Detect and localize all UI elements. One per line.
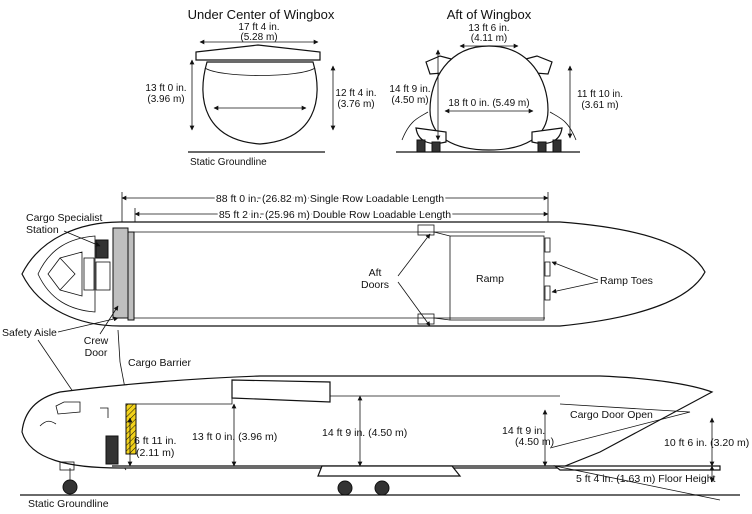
wing-fairing <box>204 67 316 76</box>
doors-label: Doors <box>361 279 389 291</box>
side-groundline-label: Static Groundline <box>28 498 109 510</box>
plan-fuselage <box>21 221 706 327</box>
crew-door-leader <box>99 305 119 335</box>
aft-wingbox-view: Aft of Wingbox 13 ft 6 in. (4.11 m) 18 f… <box>389 7 623 153</box>
right-height-metric: (3.76 m) <box>337 99 374 110</box>
flight-deck-seats <box>59 257 76 291</box>
right-wheel-2 <box>552 139 562 153</box>
fuselage-section <box>202 61 318 145</box>
ramp-toe-leader-1 <box>551 261 599 281</box>
side-view: 6 ft 11 in. (2.11 m) 13 ft 0 in. (3.96 m… <box>20 375 749 510</box>
wing-root-fairing <box>231 379 331 403</box>
dim-14ft9-aft-label: 14 ft 9 in. <box>502 425 545 437</box>
main-wheel-1 <box>337 480 353 496</box>
station-leader <box>63 230 101 247</box>
aft-right-height-label: 11 ft 10 in. <box>577 89 623 100</box>
main-wheel-2 <box>374 480 390 496</box>
left-height-label: 13 ft 0 in. <box>145 83 186 94</box>
crew-area <box>95 261 111 291</box>
aft-top-width-label: 13 ft 6 in. <box>468 23 509 34</box>
aft-door-leader-1 <box>397 233 431 277</box>
crew-door-side <box>105 435 119 465</box>
dim-14ft9-label: 14 ft 9 in. (4.50 m) <box>322 427 407 439</box>
station-label: Station <box>26 224 59 236</box>
crew-label: Crew <box>84 335 109 347</box>
ramp-toe-2 <box>544 261 551 277</box>
side-fuselage <box>21 375 714 469</box>
right-wheel-1 <box>537 141 547 153</box>
dim-13ft-label: 13 ft 0 in. (3.96 m) <box>192 431 277 443</box>
cargo-barrier-label: Cargo Barrier <box>128 357 192 369</box>
aft-left-height-label: 14 ft 9 in. <box>389 84 430 95</box>
safety-aisle-strip <box>127 231 135 321</box>
aft-top-width-metric: (4.11 m) <box>471 33 508 44</box>
top-width-metric: (5.28 m) <box>240 32 277 43</box>
door-label: Door <box>85 347 108 359</box>
radome-line <box>39 420 57 427</box>
ramp-label: Ramp <box>476 273 504 285</box>
ramp-toe-3 <box>544 285 551 301</box>
groundline-label-top: Static Groundline <box>190 157 267 168</box>
safety-aisle-label: Safety Aisle <box>2 327 57 339</box>
ramp-extension-line <box>554 465 721 501</box>
ramp-toe-leader-2 <box>551 281 599 294</box>
cargo-specialist-station <box>95 239 109 259</box>
cockpit-window-2 <box>100 407 109 418</box>
flight-deck <box>47 251 83 297</box>
left-height-metric: (3.96 m) <box>147 94 184 105</box>
console <box>83 257 95 291</box>
aft-right-height-metric: (3.61 m) <box>581 100 618 111</box>
ramp-toes-label: Ramp Toes <box>600 275 653 287</box>
aft-door-leader-2 <box>397 281 431 327</box>
aft-label: Aft <box>369 267 382 279</box>
ramp-toe-1 <box>544 237 551 253</box>
wing-top <box>195 44 321 61</box>
aft-wingbox-title: Aft of Wingbox <box>447 7 532 22</box>
left-gear-strut <box>401 111 429 141</box>
dim-14ft9-aft-metric: (4.50 m) <box>515 436 554 448</box>
nose-gear-door <box>59 461 75 471</box>
ramp-area <box>449 235 545 321</box>
landing-gear-sponson <box>317 465 462 477</box>
single-row-label: 88 ft 0 in. (26.82 m) Single Row Loadabl… <box>216 193 444 205</box>
top-width-label: 17 ft 4 in. <box>238 22 279 33</box>
left-wheel-2 <box>431 141 441 153</box>
dim-10ft6-label: 10 ft 6 in. (3.20 m) <box>664 437 749 449</box>
right-height-label: 12 ft 4 in. <box>335 88 376 99</box>
under-wingbox-view: Under Center of Wingbox 17 ft 4 in. (5.2… <box>145 7 376 168</box>
dim-6ft11-label: 6 ft 11 in. <box>134 435 176 447</box>
cargo-specialist-label: Cargo Specialist <box>26 212 103 224</box>
double-row-label: 85 ft 2 in. (25.96 m) Double Row Loadabl… <box>219 209 451 221</box>
cockpit-outline <box>37 235 96 313</box>
ramp-hinge-bottom <box>433 317 451 321</box>
plan-view: 88 ft 0 in. (26.82 m) Single Row Loadabl… <box>2 191 706 471</box>
dim-6ft11-metric: (2.11 m) <box>136 447 174 459</box>
cargo-barrier-leader <box>117 329 121 363</box>
ramp-hinge-top <box>433 231 451 237</box>
left-wheel-1 <box>416 139 426 153</box>
nose-wheel <box>62 479 78 495</box>
aft-floor-width-label: 18 ft 0 in. (5.49 m) <box>448 98 529 109</box>
under-wingbox-title: Under Center of Wingbox <box>188 7 335 22</box>
cargo-door-open <box>549 403 691 449</box>
ramp-side <box>553 465 721 471</box>
cargo-barrier-plan <box>112 227 129 319</box>
cargo-door-open-label: Cargo Door Open <box>570 409 653 421</box>
cockpit-windows <box>55 401 81 415</box>
safety-aisle-leader <box>57 316 119 333</box>
right-gear-strut <box>549 111 577 141</box>
floor-height-label: 5 ft 4 in. (1.63 m) Floor Height <box>576 473 716 485</box>
aft-left-height-metric: (4.50 m) <box>391 95 428 106</box>
